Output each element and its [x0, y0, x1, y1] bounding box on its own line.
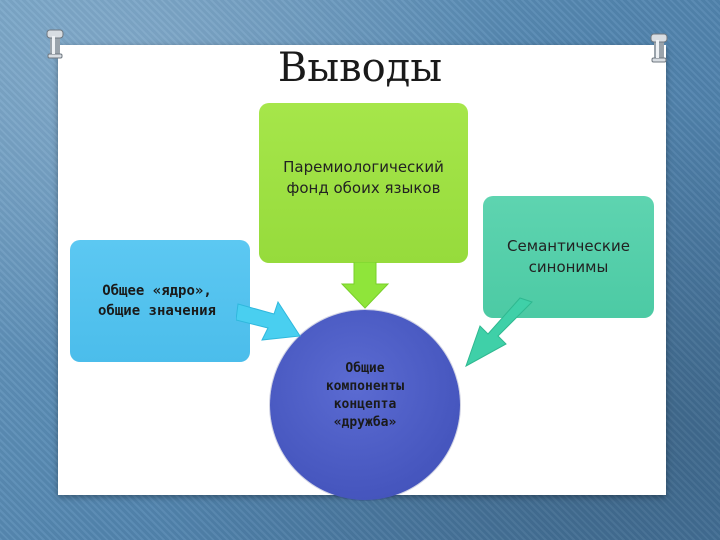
fund-label-line2: фонд обоих языков [286, 179, 441, 197]
slide-title: Выводы [277, 45, 443, 91]
core-node [70, 240, 250, 362]
center-label-line4: «дружба» [333, 415, 397, 430]
center-node [270, 310, 460, 500]
center-label-line3: концепта [333, 397, 397, 412]
synonyms-node: Семантические синонимы [483, 196, 654, 318]
fund-node: Паремиологический фонд обоих языков [259, 103, 468, 263]
core-label-line2: общие значения [97, 303, 216, 319]
core-label: Общее «ядро», общие значения [62, 281, 252, 321]
synonyms-label-line1: Семантические [507, 237, 630, 255]
center-label-line2: компоненты [325, 379, 405, 394]
pushpin-icon [46, 29, 64, 59]
pushpin-icon [650, 33, 668, 63]
fund-label-line1: Паремиологический [283, 158, 444, 176]
arrow-down-icon [340, 262, 390, 309]
arrow-right-icon [236, 300, 301, 341]
arrow-left-icon [465, 297, 533, 368]
center-label-line1: Общие [345, 361, 385, 376]
core-label-line1: Общее «ядро», [102, 283, 212, 299]
center-label: Общие компоненты концепта «дружба» [285, 360, 445, 432]
synonyms-label-line2: синонимы [528, 258, 609, 276]
